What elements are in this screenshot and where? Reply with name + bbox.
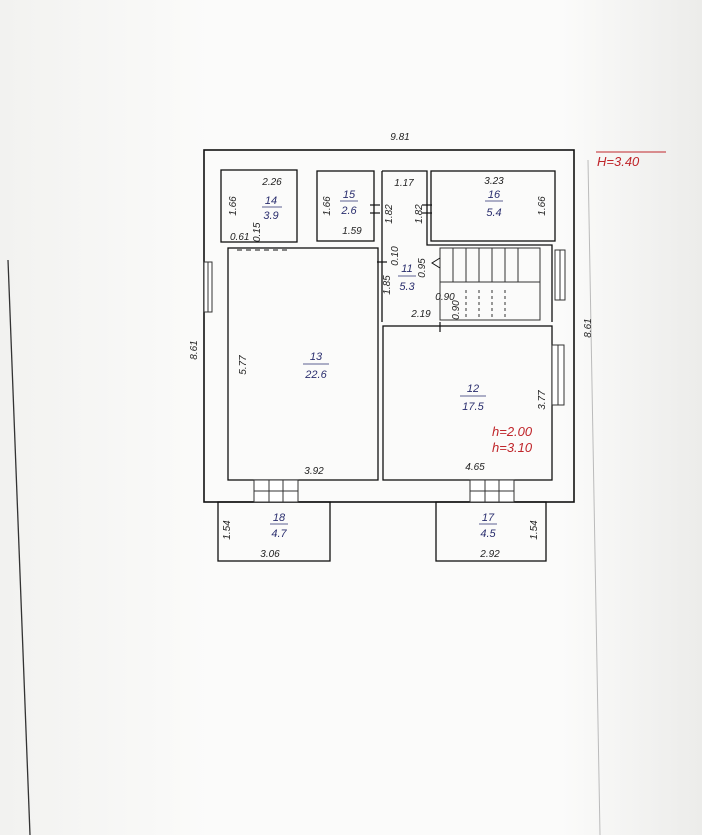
room-13-dim-bottom: 3.92: [304, 466, 324, 477]
dim-095: 0.95: [417, 258, 428, 278]
outer-wall: [203, 149, 575, 503]
room-16-area: 5.4: [486, 207, 501, 219]
room-18-area: 4.7: [271, 528, 287, 540]
room-15-number: 15: [343, 189, 356, 201]
room-11-dim-185: 1.85: [382, 275, 393, 295]
room-13-number: 13: [310, 351, 323, 363]
room-12-height-2: h=3.10: [492, 440, 533, 455]
staircase: [439, 247, 541, 321]
room-17-dim-side: 1.54: [529, 520, 540, 540]
room-11-number: 11: [401, 263, 412, 275]
room-15-wall: [316, 170, 375, 242]
room-17-dim-bottom: 2.92: [479, 549, 500, 560]
dim-117: 1.17: [394, 178, 414, 189]
room-14-area: 3.9: [263, 210, 278, 222]
dim-090a: 0.90: [435, 292, 455, 303]
room-11-area: 5.3: [399, 281, 415, 293]
window-mullions: [207, 250, 561, 502]
room-18-dim-bottom: 3.06: [260, 549, 280, 560]
room-13-wall: [227, 247, 379, 481]
room-12-dim-side: 3.77: [537, 390, 548, 410]
dim-219: 2.19: [410, 309, 431, 320]
room-17-number: 17: [482, 512, 495, 524]
sheet-right-margin: [587, 159, 601, 835]
room-14-wall: [220, 169, 298, 243]
room-12-number: 12: [467, 383, 479, 395]
room-14-dim-side: 1.66: [228, 196, 239, 216]
room-11-wall: [382, 170, 553, 322]
room-15-area: 2.6: [340, 205, 357, 217]
dim-182b: 1.82: [414, 204, 425, 224]
room-12-area: 17.5: [462, 401, 484, 413]
room-14-dim-top: 2.26: [261, 177, 282, 188]
room-12-dim-bottom: 4.65: [465, 462, 485, 473]
room-16-number: 16: [488, 189, 501, 201]
room-15-dim-side: 1.66: [322, 196, 333, 216]
stair-arrow: [431, 257, 441, 269]
room-17-area: 4.5: [480, 528, 496, 540]
room-16-dim-side: 1.66: [537, 196, 548, 216]
room-13-area: 22.6: [304, 369, 327, 381]
room-12-height-1: h=2.00: [492, 424, 533, 439]
room-18-dim-side: 1.54: [222, 520, 233, 540]
room-16-dim-top: 3.23: [484, 176, 504, 187]
outer-right-label: 8.61: [583, 318, 594, 337]
dim-061: 0.61: [230, 232, 249, 243]
room-15-dim-bottom: 1.59: [342, 226, 362, 237]
room-18-number: 18: [273, 512, 286, 524]
height-mark: H=3.40: [597, 154, 640, 169]
dim-090b: 0.90: [451, 300, 462, 320]
dim-182a: 1.82: [384, 204, 395, 224]
room-11-dim-010: 0.10: [390, 246, 401, 266]
outer-width-label: 9.81: [390, 132, 409, 143]
door-marks: [370, 204, 441, 332]
room-16-wall: [430, 170, 556, 242]
room-14-number: 14: [265, 195, 277, 207]
room-13-dim-side: 5.77: [238, 355, 249, 375]
sheet-left-border: [7, 259, 31, 835]
outer-left-label: 8.61: [189, 340, 200, 359]
dim-015: 0.15: [252, 222, 263, 242]
